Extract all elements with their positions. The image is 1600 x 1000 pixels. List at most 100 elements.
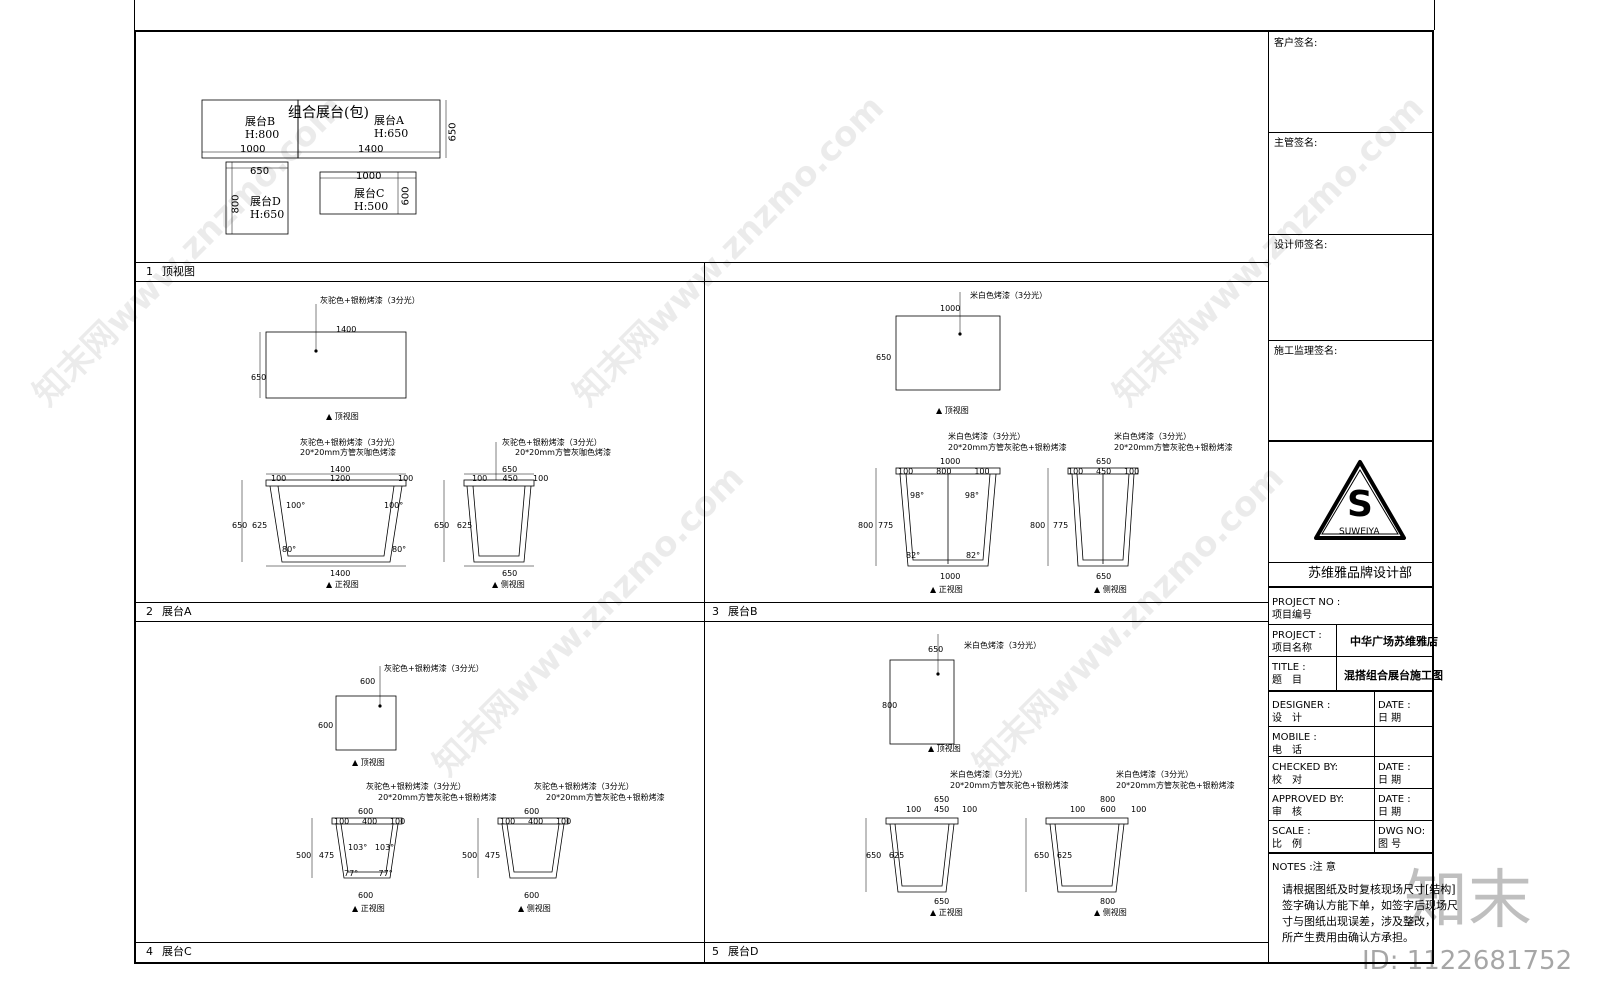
stand-a-front-angle-80r: 80° xyxy=(392,545,407,554)
notes-title: NOTES :注 意 xyxy=(1272,862,1336,873)
stand-c-front-angles-77: 77° 77° xyxy=(344,869,393,878)
dwg-cn: 图 号 xyxy=(1378,839,1402,850)
stand-a-side-material-2: 20*20mm方管灰咖色烤漆 xyxy=(515,448,611,457)
stand-d-drawing xyxy=(865,634,1129,893)
cut-line-top xyxy=(134,0,135,30)
stand-a-front-1400: 1400 xyxy=(330,465,351,474)
date-2-en: DATE : xyxy=(1378,762,1411,773)
stand-d-front-material-2: 20*20mm方管灰驼色+银粉烤漆 xyxy=(950,781,1069,790)
tb-line-12 xyxy=(1268,788,1434,789)
stand-b-top-depth: 650 xyxy=(876,353,892,362)
tb-line-6 xyxy=(1268,586,1434,588)
stand-d-front-view-text: 正视图 xyxy=(938,908,963,917)
stand-a-front-bottom-1400: 1400 xyxy=(330,569,351,578)
stand-a-side-100-450-100: 100 450 100 xyxy=(472,474,549,483)
tb-line-3 xyxy=(1268,340,1434,341)
stand-a-front-angle-100r: 100° xyxy=(384,501,404,510)
top-plan-c-height: H:500 xyxy=(354,200,389,213)
project-en: PROJECT : xyxy=(1272,630,1322,641)
stand-c-front-material-1: 灰驼色+银粉烤漆（3分光） xyxy=(366,782,466,791)
notes-line-1: 请根据图纸及时复核现场尺寸[结构] xyxy=(1282,883,1456,896)
designer-cn: 设 计 xyxy=(1272,713,1302,724)
stand-a-drawing xyxy=(241,304,535,567)
section-2-num: 2 xyxy=(146,605,153,618)
stand-b-front-1000: 1000 xyxy=(940,457,961,466)
tb-line-5 xyxy=(1268,562,1434,563)
sheet-border xyxy=(134,30,1434,964)
stand-c-front-height: 500 475 xyxy=(296,851,335,860)
section-bar-2 xyxy=(136,602,1268,622)
tb-line-1 xyxy=(1268,132,1434,133)
stand-b-top-view-text: 顶视图 xyxy=(944,406,969,415)
top-plan-dim-650h: 650 xyxy=(447,122,459,142)
top-plan-b-height: H:800 xyxy=(245,128,280,141)
stand-a-side-bottom-650: 650 xyxy=(502,569,518,578)
top-plan-drawing xyxy=(201,99,447,235)
stand-c-front-material-2: 20*20mm方管灰驼色+银粉烤漆 xyxy=(378,793,497,802)
stand-b-top-view-label: ▲ 顶视图 xyxy=(936,406,969,415)
notes-line-3: 寸与图纸出现误差，涉及整改， xyxy=(1282,915,1436,928)
designer-sign-label: 设计师签名: xyxy=(1274,240,1328,251)
stand-c-side-600: 600 xyxy=(524,807,540,816)
date-3-cn: 日 期 xyxy=(1378,807,1402,818)
stand-b-side-view-label: ▲ 侧视图 xyxy=(1094,585,1127,594)
top-plan-dim-650: 650 xyxy=(250,166,270,177)
date-2-cn: 日 期 xyxy=(1378,775,1402,786)
tb-line-11 xyxy=(1268,756,1434,757)
date-1-en: DATE : xyxy=(1378,700,1411,711)
stand-d-front-height: 650 625 xyxy=(866,851,905,860)
section-4-num: 4 xyxy=(146,945,153,958)
stand-c-front-bottom-600: 600 xyxy=(358,891,374,900)
tb-vline-2 xyxy=(1374,692,1375,756)
tb-line-7 xyxy=(1268,624,1434,625)
stand-c-top-view-label: ▲ 顶视图 xyxy=(352,758,385,767)
project-no-cn: 项目编号 xyxy=(1272,610,1312,621)
mobile-en: MOBILE : xyxy=(1272,732,1317,743)
date-3-en: DATE : xyxy=(1378,794,1411,805)
top-plan-title: 组合展台(包) xyxy=(288,105,369,121)
section-2-title: 展台A xyxy=(162,605,192,618)
stand-d-top-material: 米白色烤漆（3分光） xyxy=(964,641,1042,650)
stand-c-side-material-1: 灰驼色+银粉烤漆（3分光） xyxy=(534,782,634,791)
stand-a-front-angle-100l: 100° xyxy=(286,501,306,510)
stand-b-front-material-1: 米白色烤漆（3分光） xyxy=(948,432,1026,441)
top-plan-b-label: 展台B xyxy=(245,115,276,128)
stand-b-side-650: 650 xyxy=(1096,457,1112,466)
stand-a-front-100l: 100 xyxy=(271,474,287,483)
tb-line-13 xyxy=(1268,820,1434,821)
stand-d-top-view-text: 顶视图 xyxy=(936,744,961,753)
stand-a-front-625: 625 xyxy=(252,521,268,530)
watermark-brand: 知末 xyxy=(1404,864,1532,938)
stand-b-front-800: 800 xyxy=(858,521,874,530)
stand-d-side-view-label: ▲ 侧视图 xyxy=(1094,908,1127,917)
stand-d-front-650: 650 xyxy=(934,795,950,804)
project-no-en: PROJECT NO : xyxy=(1272,597,1341,608)
stand-d-side-material-2: 20*20mm方管灰驼色+银粉烤漆 xyxy=(1116,781,1235,790)
stand-d-side-800: 800 xyxy=(1100,795,1116,804)
top-plan-d-label: 展台D xyxy=(250,195,281,208)
section-5-num: 5 xyxy=(712,945,719,958)
section-3-title: 展台B xyxy=(728,605,758,618)
tb-line-9 xyxy=(1268,690,1434,692)
tb-line-4 xyxy=(1268,440,1434,442)
cut-line-top-right xyxy=(1434,0,1435,30)
tb-line-8 xyxy=(1268,656,1434,657)
stand-b-side-100-450-100: 100 450 100 xyxy=(1068,467,1140,476)
stand-b-top-material: 米白色烤漆（3分光） xyxy=(970,291,1048,300)
top-plan-dim-1000b: 1000 xyxy=(356,171,382,182)
stand-b-front-angle-98: 98° 98° xyxy=(910,491,980,500)
stand-d-top-depth: 800 xyxy=(882,701,898,710)
supervisor-sign-label: 施工监理签名: xyxy=(1274,346,1338,357)
stand-c-top-material: 灰驼色+银粉烤漆（3分光） xyxy=(384,664,484,673)
title-value: 混搭组合展台施工图 xyxy=(1344,669,1443,682)
dwg-en: DWG NO: xyxy=(1378,826,1426,837)
stand-a-top-material: 灰驼色+银粉烤漆（3分光） xyxy=(320,296,420,305)
top-plan-c-label: 展台C xyxy=(354,187,385,200)
stand-b-side-material-1: 米白色烤漆（3分光） xyxy=(1114,432,1192,441)
stand-c-front-100-400-100: 100 400 100 xyxy=(334,817,406,826)
stand-a-front-view-text: 正视图 xyxy=(334,580,359,589)
stand-a-front-material-1: 灰驼色+银粉烤漆（3分光） xyxy=(300,438,400,447)
stand-b-front-view-label: ▲ 正视图 xyxy=(930,585,963,594)
stand-d-top-view-label: ▲ 顶视图 xyxy=(928,744,961,753)
stand-a-top-width: 1400 xyxy=(336,325,357,334)
